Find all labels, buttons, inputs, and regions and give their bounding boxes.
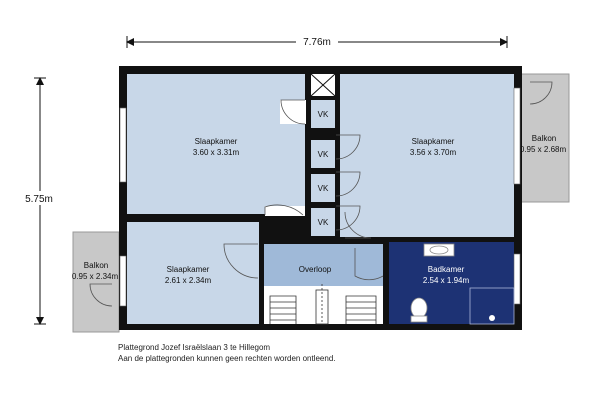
bedroom-right-size: 3.56 x 3.70m bbox=[410, 148, 457, 157]
height-label: 5.75m bbox=[25, 194, 53, 205]
bedroom-right-name: Slaapkamer bbox=[412, 137, 455, 146]
shower-area bbox=[469, 287, 515, 325]
balcony-left-name: Balkon bbox=[84, 261, 108, 270]
balcony-left-area bbox=[72, 231, 120, 333]
room-bedroom-right bbox=[340, 74, 514, 237]
bathroom-size: 2.54 x 1.94m bbox=[423, 276, 470, 285]
bedroom-small-size: 2.61 x 2.34m bbox=[165, 276, 212, 285]
closet-label-4: VK bbox=[318, 218, 329, 227]
closet-2 bbox=[311, 140, 335, 168]
bedroom-left-size: 3.60 x 3.31m bbox=[193, 148, 240, 157]
height-dimension: 5.75m bbox=[22, 77, 56, 325]
balcony-right-size: 0.95 x 2.68m bbox=[520, 145, 567, 154]
closet-label-2: VK bbox=[318, 150, 329, 159]
width-label: 7.76m bbox=[303, 37, 331, 48]
closet-1 bbox=[311, 100, 335, 128]
bedroom-left-name: Slaapkamer bbox=[195, 137, 238, 146]
caption-disclaimer: Aan de plattegronden kunnen geen rechten… bbox=[118, 354, 336, 363]
bathroom-name: Badkamer bbox=[428, 265, 465, 274]
bedroom-small-name: Slaapkamer bbox=[167, 265, 210, 274]
balcony-right-name: Balkon bbox=[532, 134, 556, 143]
width-dimension: 7.76m bbox=[126, 35, 508, 48]
bathroom-fixtures bbox=[410, 243, 515, 325]
sink-icon bbox=[423, 243, 455, 257]
caption-title: Plattegrond Jozef Israëlslaan 3 te Hille… bbox=[118, 343, 271, 352]
closet-4 bbox=[311, 208, 335, 236]
door-swings bbox=[89, 81, 553, 307]
staircase bbox=[269, 284, 377, 325]
closet-label-1: VK bbox=[318, 110, 329, 119]
windows bbox=[119, 87, 521, 307]
balcony-left-size: 0.95 x 2.34m bbox=[72, 272, 119, 281]
landing-name: Overloop bbox=[299, 265, 332, 274]
closet-3 bbox=[311, 174, 335, 202]
shower-icon bbox=[489, 315, 495, 321]
room-bedroom-left bbox=[127, 74, 305, 214]
closet-label-3: VK bbox=[318, 184, 329, 193]
toilet-icon bbox=[410, 297, 428, 319]
